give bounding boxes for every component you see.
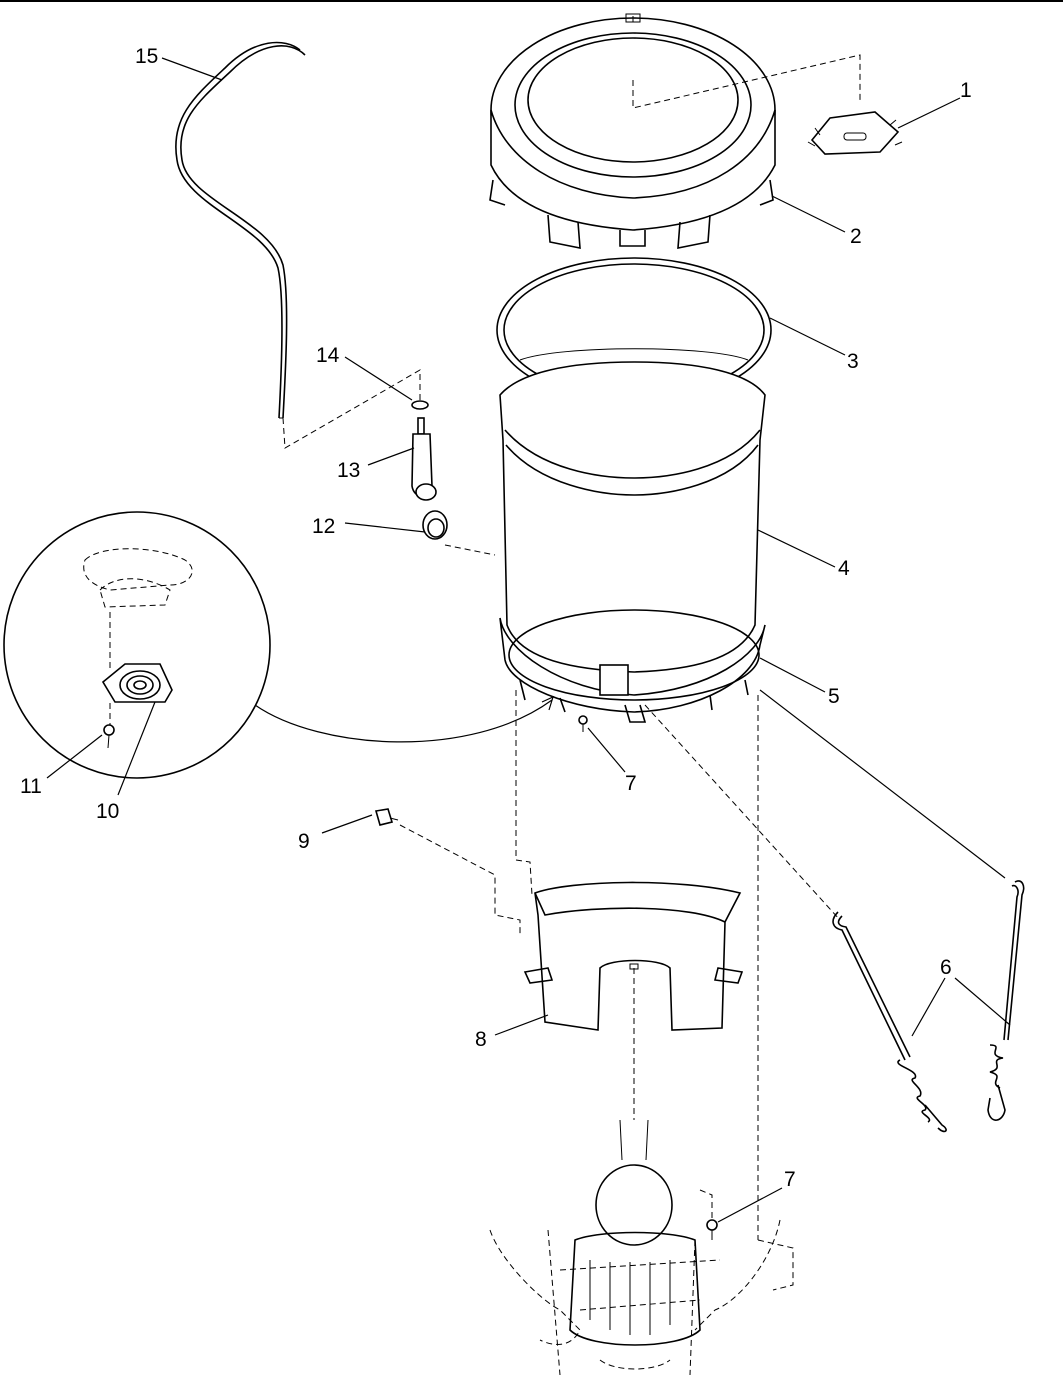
detail-arrow-head xyxy=(541,695,554,711)
callout-1: 1 xyxy=(960,79,972,102)
part-8-shield xyxy=(523,881,744,1031)
callout-2: 2 xyxy=(850,225,862,248)
leader-7a xyxy=(587,727,626,773)
callout-7-upper: 7 xyxy=(625,772,637,795)
part-12-dashline xyxy=(444,544,496,556)
part-15-hose xyxy=(175,41,306,419)
leader-3 xyxy=(769,317,846,356)
callout-14: 14 xyxy=(316,344,340,367)
part-15-to-14-dashline xyxy=(282,369,421,449)
callout-9: 9 xyxy=(298,830,310,853)
callout-3: 3 xyxy=(847,350,859,373)
callout-13: 13 xyxy=(337,459,360,482)
part-13-tube xyxy=(411,417,437,501)
part-7-screw-upper xyxy=(578,715,588,732)
leader-14 xyxy=(344,356,413,401)
leader-1 xyxy=(897,97,961,129)
leader-4 xyxy=(757,529,836,568)
callout-5: 5 xyxy=(828,685,840,708)
leader-13 xyxy=(367,447,415,466)
callout-8: 8 xyxy=(475,1028,487,1051)
callout-6: 6 xyxy=(940,956,952,979)
part-2-tub-ring xyxy=(489,13,776,249)
part-9-bolt xyxy=(374,808,399,826)
leader-8 xyxy=(494,1014,549,1036)
leader-6b xyxy=(954,977,1011,1026)
part-9-to-8-dashline xyxy=(399,824,521,935)
callout-11: 11 xyxy=(20,775,42,798)
leader-12 xyxy=(344,522,426,533)
leader-5 xyxy=(759,657,826,693)
leader-6a xyxy=(911,977,946,1037)
callout-7-lower: 7 xyxy=(784,1168,796,1191)
part-6-spring-left xyxy=(832,911,947,1133)
part-7-screw-lower xyxy=(706,1219,718,1240)
callout-10: 10 xyxy=(96,800,119,823)
base-drive-assembly xyxy=(489,1119,794,1375)
callout-4: 4 xyxy=(838,557,850,580)
part-5-tub-base xyxy=(499,609,766,723)
leader-10 xyxy=(117,701,156,796)
part-1-bracket xyxy=(807,111,903,155)
leader-15 xyxy=(161,57,223,81)
callout-12: 12 xyxy=(312,515,335,538)
detail-circle-connector xyxy=(254,699,553,743)
part-4-tub xyxy=(499,348,766,673)
guide-dashline-left xyxy=(515,690,533,896)
guide-dashline-spring xyxy=(644,704,841,921)
leader-2 xyxy=(771,195,846,233)
part-2-to-1-dashline xyxy=(632,54,861,109)
detail-circle xyxy=(3,511,271,779)
callout-15: 15 xyxy=(135,45,158,68)
spring-leader-line xyxy=(759,689,1006,879)
leader-9 xyxy=(321,814,373,834)
part-12-fitting xyxy=(422,510,448,540)
leader-11 xyxy=(46,734,103,779)
leader-7b xyxy=(717,1187,783,1223)
part-6-spring-right xyxy=(987,880,1025,1121)
part-14-o-ring xyxy=(411,400,429,410)
